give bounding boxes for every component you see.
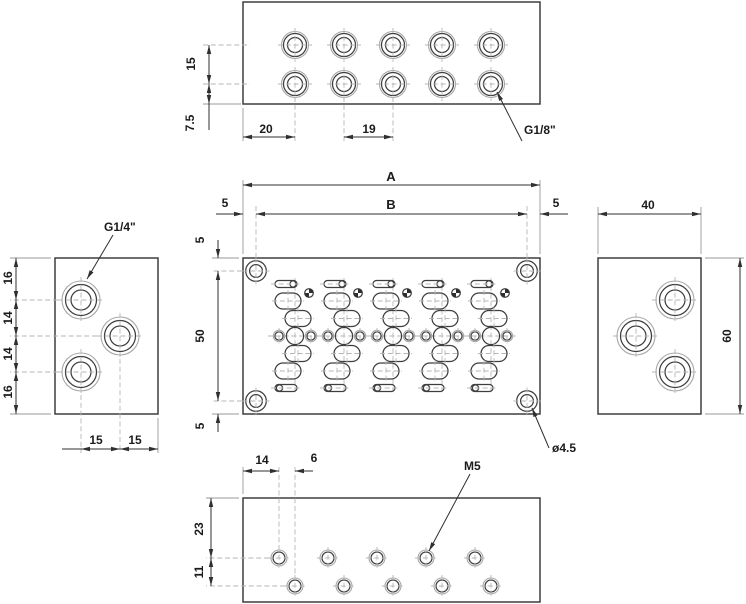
bottom-view-outline [242,497,541,603]
port-g18 [375,66,411,102]
leader-g14 [86,234,114,280]
valve-station [414,277,470,395]
hole-thread-label: M5 [464,459,481,473]
dim-margin-left: 5 [222,196,229,210]
port-g18 [326,27,362,63]
dim-mount-vertical: 50 [193,329,207,343]
dim-margin-right: 5 [553,196,560,210]
mount-hole [512,386,542,416]
valve-station [267,277,323,395]
valve-station [365,277,421,395]
extension-centerlines [212,206,528,402]
port-g18 [277,66,313,102]
dim-depth: 40 [641,198,655,212]
dim-first-hole: 14 [255,453,269,467]
port-g18 [375,27,411,63]
right-view: 40 60 [597,198,744,415]
m5-hole [479,574,503,598]
right-view-outline [597,257,702,415]
m5-hole [267,546,291,570]
leader-mount-hole [531,407,550,449]
port-g14 [612,312,660,360]
extension-lines [597,207,744,415]
dim-mount-span: B [386,197,395,212]
mount-hole-label: ø4.5 [552,441,576,455]
m5-hole [430,574,454,598]
dim-margin-top: 5 [193,236,207,243]
port-g18 [277,27,313,63]
dim-row-pitch: 11 [192,565,206,578]
port-g18 [326,66,362,102]
port-g18 [424,66,460,102]
port-g14 [57,348,105,396]
port-g14 [96,312,144,360]
m5-hole [365,546,389,570]
m5-hole [332,574,356,598]
leader-g18 [496,91,523,142]
m5-hole [316,546,340,570]
mount-hole [241,386,271,416]
front-view: A B 5 5 5 50 5 ø4.5 [193,169,576,455]
valve-station [316,277,372,395]
port-thread-label: G1/8" [524,123,556,137]
dim-first-port: 20 [259,122,273,136]
extension-lines [206,467,244,499]
dim-pitch-upper: 14 [1,311,15,325]
m5-hole [463,546,487,570]
dim-port-edge: 15 [128,433,142,447]
m5-hole [414,546,438,570]
leader-m5 [428,473,471,552]
port-g14 [57,276,105,324]
dim-port-offset: 15 [89,433,103,447]
extension-lines [212,180,541,415]
port-g18 [473,27,509,63]
port-thread-label: G1/4" [104,220,136,234]
extension-centerlines [203,44,394,141]
top-view-outline [242,1,541,105]
extension-centerlines [10,299,121,453]
dim-edge-top: 16 [1,271,15,285]
port-g14 [651,276,699,324]
dim-row-offset: 6 [311,451,318,465]
dim-row-edge: 7.5 [183,114,197,131]
dim-pitch-lower: 14 [1,347,15,361]
dim-margin-bottom: 5 [193,422,207,429]
port-g18 [473,66,509,102]
dim-overall-length: A [386,169,396,184]
extension-lines [10,257,159,453]
front-view-outline [242,257,541,415]
bottom-view: 14 6 23 11 M5 [192,451,541,603]
port-g18 [424,27,460,63]
mount-hole [241,256,271,286]
m5-hole [381,574,405,598]
top-view: 15 7.5 20 19 G1/8" [183,1,556,142]
port-g14 [651,348,699,396]
dim-edge-top: 23 [192,522,206,536]
left-view: 16 14 14 16 15 15 G1/4" [1,220,159,453]
valve-station [463,277,519,395]
dim-port-pitch: 19 [362,122,376,136]
m5-hole [283,574,307,598]
dim-height: 60 [720,329,734,343]
extension-centerlines [206,467,296,587]
mount-hole [512,256,542,286]
dim-edge-bottom: 16 [1,385,15,399]
dim-row-pitch: 15 [184,57,198,71]
